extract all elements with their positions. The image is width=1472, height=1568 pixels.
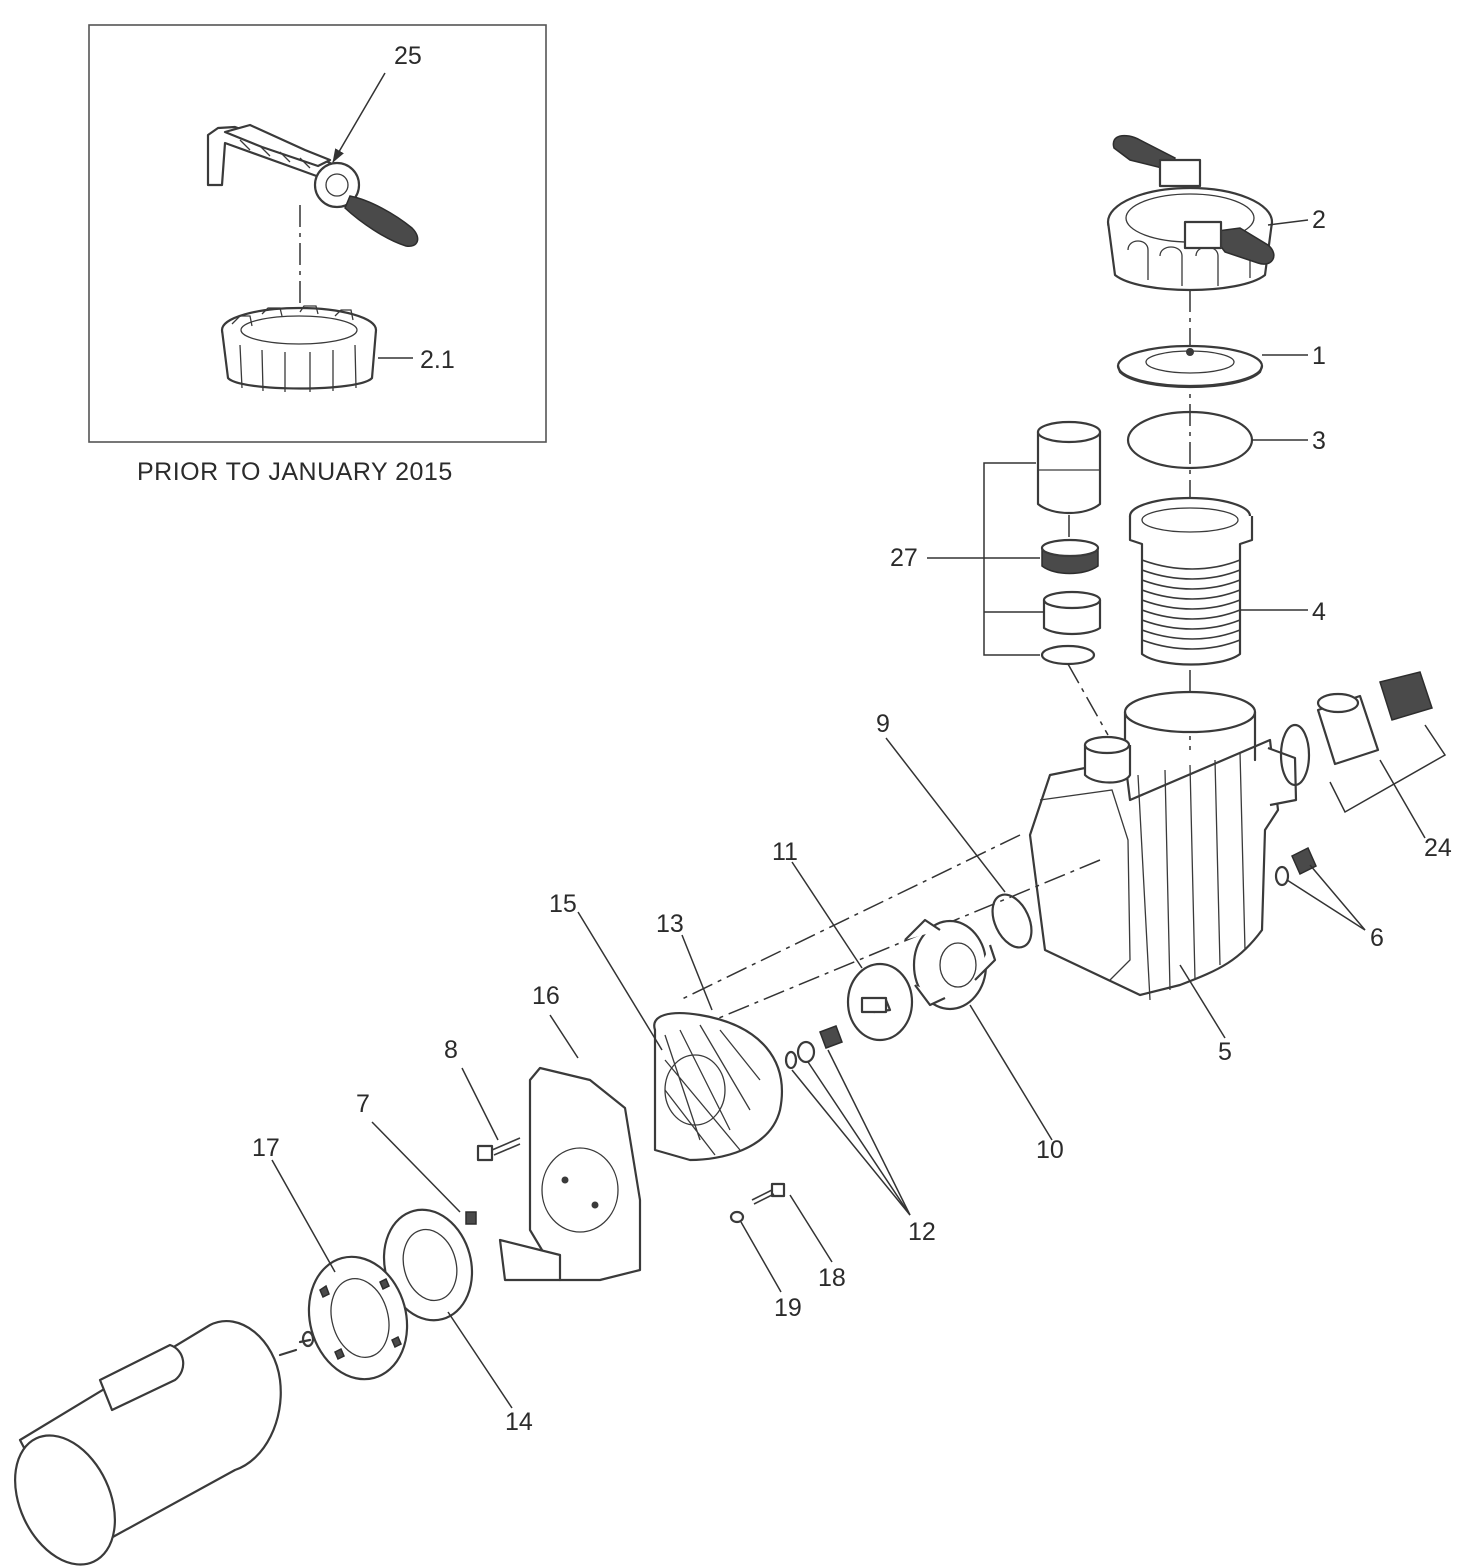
label-9: 9 (876, 710, 890, 738)
ring-nut-part-2-1 (220, 305, 378, 392)
bracket-part-16 (498, 1066, 642, 1282)
bolt-part-18 (751, 1182, 786, 1205)
label-13: 13 (656, 910, 684, 938)
label-15: 15 (549, 890, 577, 918)
drain-plug-part-6 (1274, 846, 1317, 887)
handle-part-25 (206, 123, 419, 247)
label-2-1: 2.1 (420, 346, 455, 374)
label-4: 4 (1312, 598, 1326, 626)
motor (14, 1319, 315, 1566)
lid-disc-part-1 (1116, 344, 1264, 389)
union-kit-part-27 (983, 420, 1109, 736)
label-24: 24 (1424, 834, 1452, 862)
label-19: 19 (774, 1294, 802, 1322)
label-3: 3 (1312, 427, 1326, 455)
label-6: 6 (1370, 924, 1384, 952)
plate-part-17 (307, 1255, 409, 1381)
strainer-basket-part-4 (1128, 496, 1254, 666)
part-labels: 1 2 3 4 5 6 7 8 9 10 11 12 13 14 15 16 1… (252, 206, 1452, 1436)
label-5: 5 (1218, 1038, 1232, 1066)
label-27: 27 (890, 544, 918, 572)
label-18: 18 (818, 1264, 846, 1292)
label-8: 8 (444, 1036, 458, 1064)
inset-caption: PRIOR TO JANUARY 2015 (137, 458, 453, 486)
label-2: 2 (1312, 206, 1326, 234)
lid-part-2 (1106, 134, 1275, 292)
label-11: 11 (772, 838, 798, 866)
diffuser-part-10 (904, 918, 997, 1011)
key-part-7 (465, 1211, 477, 1225)
fitting-part-24 (1279, 671, 1447, 814)
oring-part-9 (991, 893, 1033, 949)
label-1: 1 (1312, 342, 1326, 370)
label-10: 10 (1036, 1136, 1064, 1164)
label-12: 12 (908, 1218, 936, 1246)
pump-housing-part-5 (1028, 690, 1298, 1001)
screw-part-8 (476, 1137, 521, 1162)
label-14: 14 (505, 1408, 533, 1436)
impeller-part-11 (846, 962, 914, 1042)
washer-part-19 (729, 1210, 745, 1224)
label-16: 16 (532, 982, 560, 1010)
leader-lines (271, 219, 1426, 1409)
label-17: 17 (252, 1134, 280, 1162)
seal-part-12 (784, 1025, 843, 1070)
inset-box: 25 2.1 (88, 24, 547, 443)
label-25: 25 (394, 42, 422, 70)
seal-plate-part-13 (653, 1012, 783, 1162)
label-7: 7 (356, 1090, 370, 1118)
